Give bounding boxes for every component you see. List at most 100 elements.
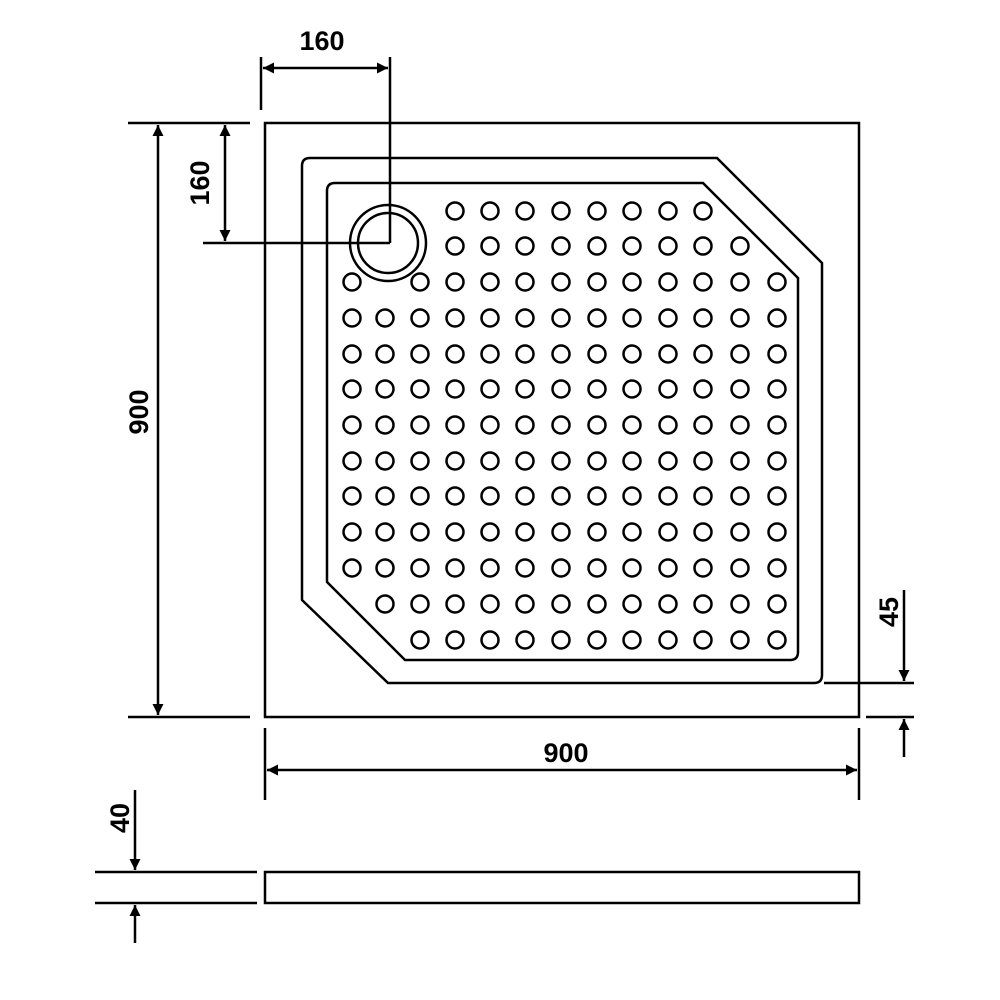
dot: [375, 558, 395, 578]
dot: [587, 486, 607, 506]
dot: [767, 308, 787, 328]
dot: [375, 522, 395, 542]
basin-outline: [325, 181, 800, 662]
dot: [445, 379, 465, 399]
dot: [480, 236, 500, 256]
dim-rim: 45: [824, 590, 914, 757]
dot: [410, 522, 430, 542]
dot: [445, 272, 465, 292]
dot: [658, 344, 678, 364]
dot: [658, 558, 678, 578]
dot: [767, 522, 787, 542]
dot: [375, 415, 395, 435]
dot: [693, 415, 713, 435]
dot: [410, 594, 430, 614]
dot: [730, 558, 750, 578]
dim-width: 900: [263, 728, 861, 800]
dot: [622, 272, 642, 292]
dot: [622, 308, 642, 328]
dot: [658, 451, 678, 471]
dot: [767, 594, 787, 614]
dot: [410, 630, 430, 650]
dot: [587, 201, 607, 221]
dot: [480, 451, 500, 471]
dim-label: 40: [105, 803, 135, 833]
dot: [622, 558, 642, 578]
dot: [622, 451, 642, 471]
dot: [342, 522, 362, 542]
dot: [622, 486, 642, 506]
dot: [622, 594, 642, 614]
dot: [730, 344, 750, 364]
dot: [587, 451, 607, 471]
dot: [445, 308, 465, 328]
dot: [730, 308, 750, 328]
dot: [730, 272, 750, 292]
dot: [551, 594, 571, 614]
dot: [342, 486, 362, 506]
dot: [342, 272, 362, 292]
rim-outline: [300, 156, 824, 685]
dot: [375, 594, 395, 614]
dot: [445, 594, 465, 614]
dot: [445, 201, 465, 221]
dim-label: 160: [299, 26, 344, 56]
dot: [658, 236, 678, 256]
dot: [342, 451, 362, 471]
dot: [342, 344, 362, 364]
dot: [515, 201, 535, 221]
dot: [410, 308, 430, 328]
dot: [445, 522, 465, 542]
dot: [730, 522, 750, 542]
dot: [551, 486, 571, 506]
dot: [767, 451, 787, 471]
dot: [658, 201, 678, 221]
dot: [480, 272, 500, 292]
dot: [480, 415, 500, 435]
dot: [587, 272, 607, 292]
dot: [342, 308, 362, 328]
dot: [375, 308, 395, 328]
anti-slip-dots: [342, 201, 787, 650]
dot: [587, 522, 607, 542]
dot: [693, 272, 713, 292]
dot: [767, 379, 787, 399]
dot: [767, 415, 787, 435]
dot: [410, 344, 430, 364]
dim-drain-y: 160: [185, 125, 390, 245]
dot: [587, 308, 607, 328]
dot: [515, 379, 535, 399]
dot: [445, 236, 465, 256]
dot: [587, 630, 607, 650]
dot: [730, 486, 750, 506]
dot: [767, 272, 787, 292]
dot: [480, 344, 500, 364]
dot: [480, 630, 500, 650]
dot: [658, 379, 678, 399]
dot: [480, 379, 500, 399]
dot: [622, 522, 642, 542]
dot: [551, 236, 571, 256]
dot: [445, 630, 465, 650]
dim-thickness: 40: [95, 790, 257, 943]
dot: [587, 558, 607, 578]
dot: [658, 272, 678, 292]
dot: [767, 486, 787, 506]
dot: [515, 236, 535, 256]
dot: [730, 415, 750, 435]
dot: [515, 558, 535, 578]
dot: [515, 344, 535, 364]
dot: [342, 558, 362, 578]
dot: [375, 379, 395, 399]
dot: [410, 451, 430, 471]
dot: [767, 630, 787, 650]
dot: [658, 415, 678, 435]
dot: [551, 522, 571, 542]
dot: [551, 379, 571, 399]
dot: [693, 308, 713, 328]
dot: [693, 522, 713, 542]
dot: [693, 451, 713, 471]
dot: [515, 308, 535, 328]
dot: [445, 451, 465, 471]
dot: [551, 344, 571, 364]
